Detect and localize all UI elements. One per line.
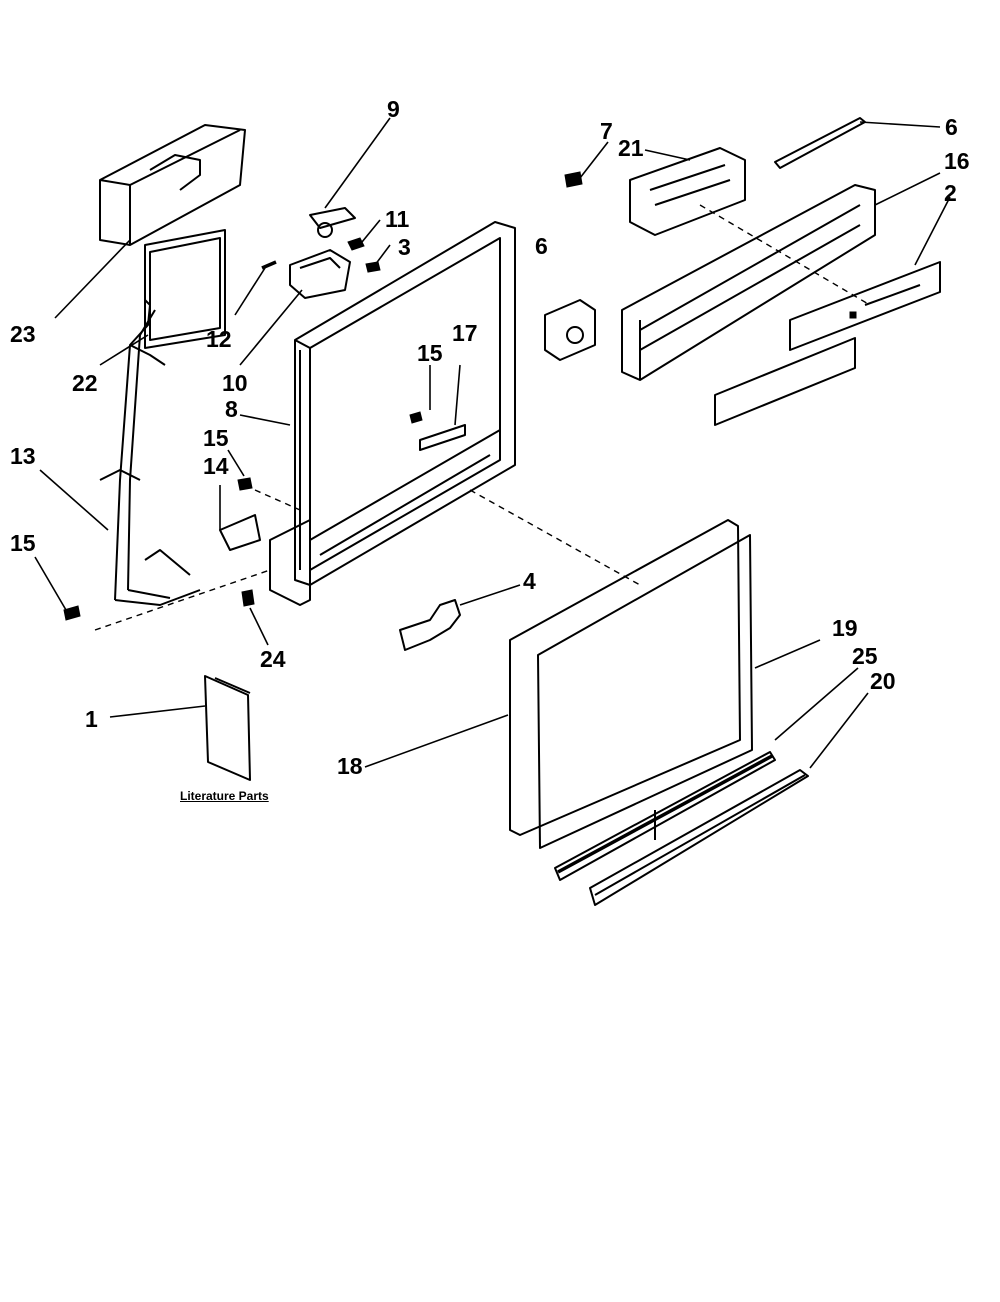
literature-parts-label: Literature Parts: [180, 789, 269, 803]
part-19-door-skin: [537, 534, 753, 849]
part-9-latch: [309, 207, 356, 238]
callout-16: 16: [944, 148, 970, 174]
callout-6-mid: 6: [535, 233, 548, 259]
callout-11: 11: [385, 206, 410, 232]
part-4-hinge: [399, 599, 461, 651]
callout-3: 3: [398, 234, 411, 260]
callout-19: 19: [832, 615, 858, 641]
part-8-door-frame: [269, 221, 516, 606]
callout-4: 4: [523, 568, 536, 594]
part-24-screw: [241, 589, 255, 607]
callout-7: 7: [600, 118, 613, 144]
callout-18: 18: [337, 753, 363, 779]
part-15-screw-a: [409, 411, 423, 424]
callout-24: 24: [260, 646, 286, 672]
callout-10: 10: [222, 370, 248, 396]
part-13-wire-harness: [99, 299, 201, 606]
part-12-pin: [261, 260, 277, 270]
part-18-door-panel: [509, 519, 741, 836]
part-3-screw: [365, 261, 381, 273]
part-17-bracket: [419, 424, 466, 451]
callout-8: 8: [225, 396, 238, 422]
callout-17: 17: [452, 320, 478, 346]
part-1-literature: [204, 675, 251, 781]
callout-13: 13: [10, 443, 36, 469]
leader-lines: [34, 117, 951, 769]
part-panel-strip: [714, 337, 856, 426]
callout-20: 20: [870, 668, 896, 694]
callout-6-top: 6: [945, 114, 958, 140]
callout-22: 22: [72, 370, 98, 396]
part-15-screw-b: [237, 477, 253, 491]
part-21-control-board: [629, 147, 746, 236]
assembly-lines: [94, 204, 871, 631]
part-7-screw: [564, 171, 583, 188]
callout-9: 9: [387, 96, 400, 122]
callout-1: 1: [85, 706, 98, 732]
callout-25: 25: [852, 643, 878, 669]
part-23-shield: [99, 124, 246, 246]
callout-23: 23: [10, 321, 36, 347]
part-20-kick-plate: [589, 769, 809, 906]
callout-21: 21: [618, 135, 644, 161]
callout-15-frame: 15: [417, 340, 443, 366]
part-10-latch-base: [289, 249, 351, 299]
callout-15-left: 15: [10, 530, 36, 556]
callout-2: 2: [944, 180, 957, 206]
part-5-module: [544, 299, 596, 361]
part-6-strip: [774, 117, 866, 169]
part-25-trim: [554, 751, 776, 881]
part-15-screw-c: [63, 605, 81, 621]
part-14-switch: [219, 514, 261, 551]
part-16-control-panel: [621, 184, 876, 381]
part-11-nut: [347, 237, 365, 251]
callout-14: 14: [203, 453, 229, 479]
callout-15-mid: 15: [203, 425, 229, 451]
callout-12: 12: [206, 326, 232, 352]
part-2-console-trim: [789, 261, 941, 351]
